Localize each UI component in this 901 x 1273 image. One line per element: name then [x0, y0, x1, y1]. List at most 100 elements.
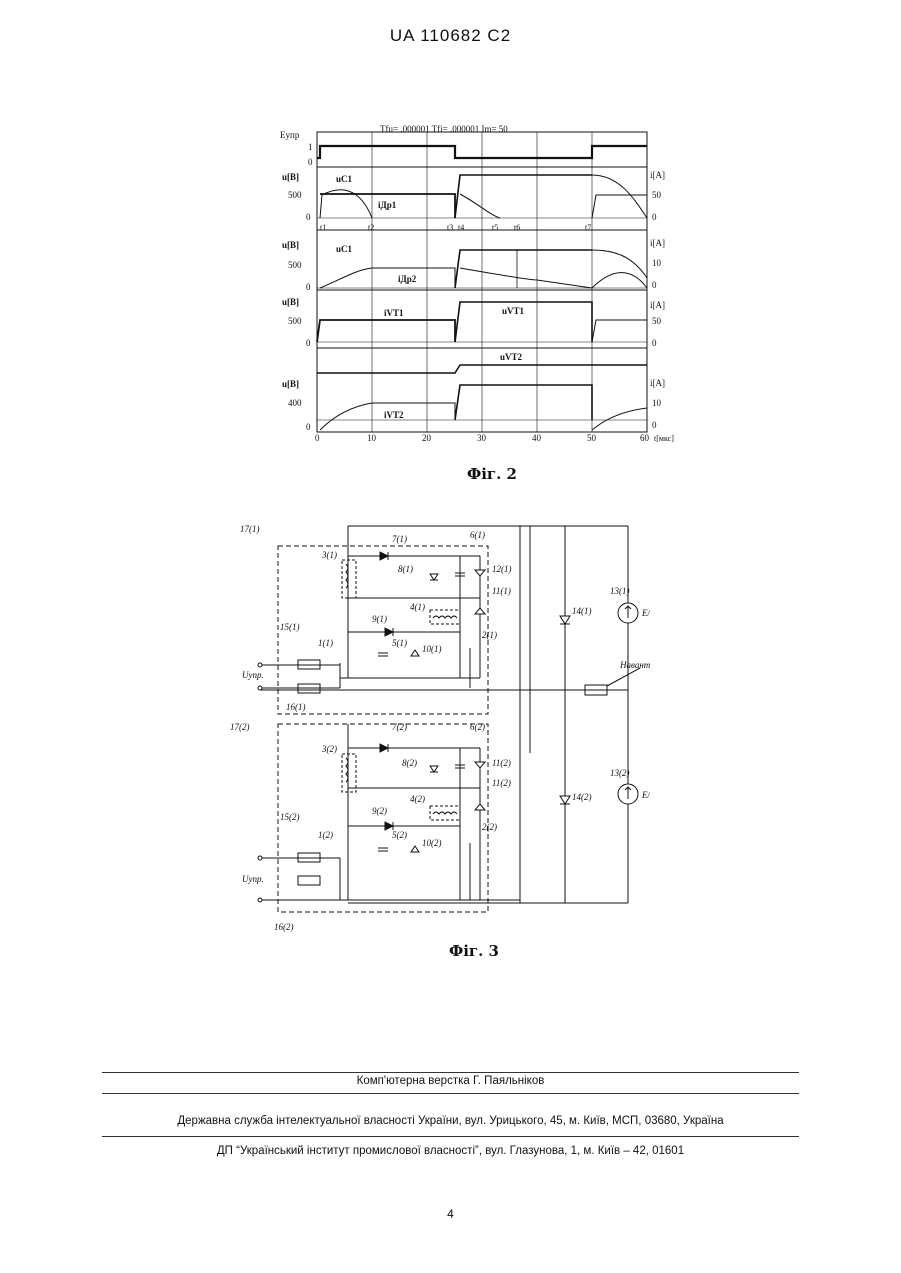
footer-rule-3: [102, 1136, 799, 1137]
row2-curve-idr2: iДр2: [398, 274, 417, 284]
label-5-1: 5(1): [392, 638, 407, 648]
label-1-1: 1(1): [318, 638, 333, 648]
time-mark-t7: t7: [585, 223, 591, 232]
row3-u-label: u[B]: [282, 297, 299, 307]
label-11-2a: 11(2): [492, 758, 511, 768]
label-5-2: 5(2): [392, 830, 407, 840]
page-number: 4: [0, 1207, 901, 1221]
control-axis-label: Eупр: [280, 130, 300, 140]
diode-10-1: [411, 650, 419, 656]
fig2-caption: Фіг. 2: [392, 465, 592, 483]
diode-11-2b: [475, 804, 485, 810]
diode-8-1: [430, 574, 438, 580]
fig2-waveforms: Tfu= .000001 Tfi= .000001 Im= 50 Eупр 1 …: [280, 120, 700, 450]
row2-curve-uc1: uC1: [336, 244, 353, 254]
x-tick-20: 20: [422, 433, 432, 443]
row1-i-tick-high: 50: [652, 190, 662, 200]
label-4-2: 4(2): [410, 794, 425, 804]
footer-layout-credit: Комп'ютерна верстка Г. Паяльніков: [0, 1075, 901, 1087]
label-load: Навантаження: [619, 660, 650, 670]
diode-7-1: [380, 552, 388, 560]
time-mark-t4: t4: [458, 223, 464, 232]
fig3-caption: Фіг. 3: [374, 942, 574, 960]
label-2-2: 2(2): [482, 822, 497, 832]
label-uupr-2: Uупр.: [242, 874, 264, 884]
label-8-2: 8(2): [402, 758, 417, 768]
footer-institute-address: ДП “Український інститут промислової вла…: [0, 1145, 901, 1157]
x-tick-0: 0: [315, 433, 320, 443]
row1-u-tick-low: 0: [306, 212, 311, 222]
time-mark-t6: t6: [514, 223, 520, 232]
diode-10-2: [411, 846, 419, 852]
row1-i-label: i[A]: [650, 170, 665, 180]
x-tick-40: 40: [532, 433, 542, 443]
diode-9-2: [385, 822, 393, 830]
time-mark-t5: t5: [492, 223, 498, 232]
resistor-16-2: [298, 876, 320, 885]
label-14-1: 14(1): [572, 606, 592, 616]
row4-curve-ivt2: iVT2: [384, 410, 404, 420]
label-9-1: 9(1): [372, 614, 387, 624]
row1-curve-idr1: iДр1: [378, 200, 397, 210]
diode-12-1: [475, 570, 485, 576]
label-10-1: 10(1): [422, 644, 442, 654]
label-15-1: 15(1): [280, 622, 300, 632]
label-e-2: E/2: [641, 790, 650, 800]
row4-u-label: u[B]: [282, 379, 299, 389]
label-14-2: 14(2): [572, 792, 592, 802]
footer-rule-2: [102, 1093, 799, 1094]
time-mark-t3: t3: [447, 223, 453, 232]
time-mark-t2: t2: [368, 223, 374, 232]
row4-curve-uvt2: uVT2: [500, 352, 523, 362]
label-15-2: 15(2): [280, 812, 300, 822]
label-1-2: 1(2): [318, 830, 333, 840]
label-16-2: 16(2): [274, 922, 294, 932]
row3-i-tick-high: 50: [652, 316, 662, 326]
label-13-2: 13(2): [610, 768, 630, 778]
row2-i-tick-low: 0: [652, 280, 657, 290]
uc1-decay-1: [460, 194, 500, 218]
row4-u-tick-low: 0: [306, 422, 311, 432]
row3-curve-ivt1: iVT1: [384, 308, 404, 318]
ivt1-trace: [317, 320, 455, 342]
x-axis-label: t[мкс]: [654, 434, 674, 443]
diode-8-2: [430, 766, 438, 772]
module-1-boundary: [278, 546, 488, 714]
label-uupr-1: Uупр.: [242, 670, 264, 680]
row3-u-tick-low: 0: [306, 338, 311, 348]
footer-rule-1: [102, 1072, 799, 1073]
uc1-trace-2: [320, 268, 455, 288]
label-17-2: 17(2): [230, 722, 250, 732]
label-10-2: 10(2): [422, 838, 442, 848]
label-4-1: 4(1): [410, 602, 425, 612]
label-9-2: 9(2): [372, 806, 387, 816]
label-6-2: 6(2): [470, 722, 485, 732]
row1-u-tick-high: 500: [288, 190, 302, 200]
row4-i-tick-low: 0: [652, 420, 657, 430]
row2-i-tick-high: 10: [652, 258, 662, 268]
idr2-trace: [460, 268, 592, 288]
footer-agency-address: Державна служба інтелектуальної власност…: [0, 1115, 901, 1127]
row4-i-tick-high: 10: [652, 398, 662, 408]
row1-curve-uc1: uC1: [336, 174, 353, 184]
transformer-3-2: [342, 754, 356, 792]
row3-i-tick-low: 0: [652, 338, 657, 348]
label-2-1: 2(1): [482, 630, 497, 640]
label-16-1: 16(1): [286, 702, 306, 712]
diode-14-1: [560, 616, 570, 624]
label-11-1: 11(1): [492, 586, 511, 596]
label-e-1: E/2: [641, 608, 650, 618]
label-11-2b: 11(2): [492, 778, 511, 788]
diode-11-2a: [475, 762, 485, 768]
diode-14-2: [560, 796, 570, 804]
label-7-2: 7(2): [392, 722, 407, 732]
row2-u-label: u[B]: [282, 240, 299, 250]
label-8-1: 8(1): [398, 564, 413, 574]
fig3-circuit: 17(1) 3(1) 7(1) 6(1) 8(1) 12(1) 4(1) 11(…: [230, 518, 650, 938]
row4-u-tick-high: 400: [288, 398, 302, 408]
row4-i-label: i[A]: [650, 378, 665, 388]
label-7-1: 7(1): [392, 534, 407, 544]
x-tick-30: 30: [477, 433, 487, 443]
row1-i-tick-low: 0: [652, 212, 657, 222]
label-6-1: 6(1): [470, 530, 485, 540]
